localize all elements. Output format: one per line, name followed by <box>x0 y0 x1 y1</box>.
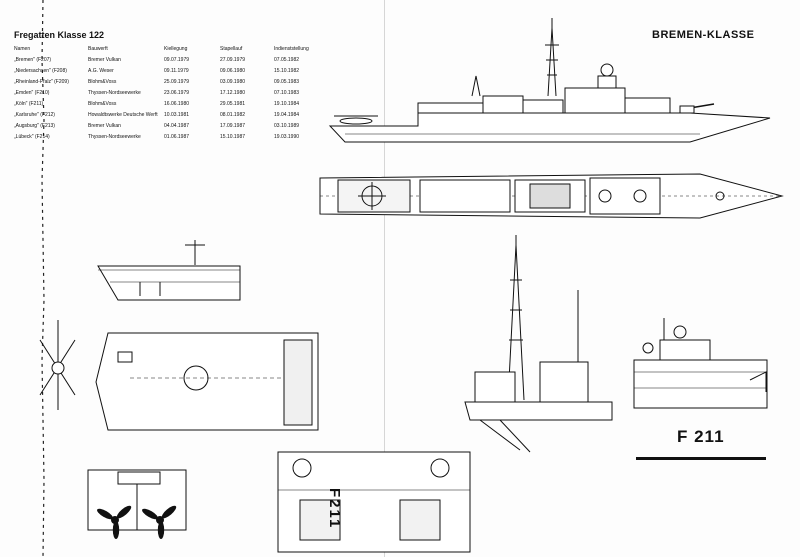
table-row: „Augsburg" (F213) Bremer Vulkan 04.04.19… <box>14 123 328 134</box>
cell-keel: 16.06.1980 <box>164 101 190 107</box>
cell-shipyard: A.G. Weser <box>88 68 114 74</box>
cell-commission: 07.05.1982 <box>274 57 300 63</box>
header-name: Namen <box>14 45 31 52</box>
cell-name: „Lübeck" (F214) <box>14 134 50 140</box>
cell-keel: 25.09.1979 <box>164 79 190 85</box>
bow-detail-drawing <box>633 318 768 409</box>
table-row: „Rheinland-Pfalz" (F209) Blohm&Voss 25.0… <box>14 79 328 90</box>
scan-edge <box>41 0 45 557</box>
deck-marking-detail-drawing <box>277 451 471 553</box>
cell-keel: 09.07.1979 <box>164 57 190 63</box>
table-row: „Emden" (F210) Thyssen-Nordseewerke 23.0… <box>14 90 328 101</box>
propellers-detail-drawing <box>87 469 187 539</box>
cell-name: „Bremen" (F207) <box>14 57 52 63</box>
page-fold <box>384 0 385 557</box>
cell-keel: 09.11.1979 <box>164 68 189 74</box>
cell-shipyard: Blohm&Voss <box>88 79 117 85</box>
header-shipyard: Bauwerft <box>88 45 108 52</box>
cell-launch: 09.06.1980 <box>220 68 246 74</box>
cell-commission: 19.03.1990 <box>274 134 300 140</box>
sheet-title: Fregatten Klasse 122 <box>14 30 105 40</box>
table-row: „Köln" (F211) Blohm&Voss 16.06.1980 29.0… <box>14 101 328 112</box>
cell-commission: 19.10.1984 <box>274 101 300 107</box>
cell-shipyard: Bremer Vulkan <box>88 57 121 63</box>
table-row: „Lübeck" (F214) Thyssen-Nordseewerke 01.… <box>14 134 328 145</box>
stern-detail-drawing <box>97 240 241 301</box>
cell-commission: 09.05.1983 <box>274 79 300 85</box>
class-title: BREMEN-KLASSE <box>652 29 755 41</box>
cell-shipyard: Bremer Vulkan <box>88 123 121 129</box>
cell-name: „Augsburg" (F213) <box>14 123 55 129</box>
table-row: „Niedersachsen" (F208) A.G. Weser 09.11.… <box>14 68 328 79</box>
cell-launch: 03.09.1980 <box>220 79 246 85</box>
cell-launch: 27.09.1979 <box>220 57 246 63</box>
cell-keel: 04.04.1987 <box>164 123 190 129</box>
header-launch: Stapellauf <box>220 45 243 52</box>
hull-number-label: F 211 <box>677 427 725 446</box>
cell-launch: 17.09.1987 <box>220 123 246 129</box>
ships-table: Namen Bauwerft Kiellegung Stapellauf Ind… <box>14 44 328 145</box>
cell-launch: 17.12.1980 <box>220 90 246 96</box>
cell-keel: 01.06.1987 <box>164 134 190 140</box>
hull-number-underline <box>636 457 766 460</box>
cell-name: „Rheinland-Pfalz" (F209) <box>14 79 69 85</box>
cell-commission: 03.10.1989 <box>274 123 300 129</box>
cell-name: „Niedersachsen" (F208) <box>14 68 67 74</box>
cell-launch: 08.01.1982 <box>220 112 246 118</box>
cell-keel: 10.03.1981 <box>164 112 190 118</box>
cell-shipyard: Thyssen-Nordseewerke <box>88 134 141 140</box>
cell-shipyard: Blohm&Voss <box>88 101 117 107</box>
header-keel: Kiellegung <box>164 45 188 52</box>
cell-commission: 19.04.1984 <box>274 112 300 118</box>
deck-hull-marking: F211 <box>326 488 343 530</box>
header-commission: Indienststellung <box>274 45 309 52</box>
table-row: „Karlsruhe" (F212) Howaldtswerke Deutsch… <box>14 112 328 123</box>
cell-commission: 07.10.1983 <box>274 90 300 96</box>
cell-name: „Karlsruhe" (F212) <box>14 112 55 118</box>
cell-commission: 15.10.1982 <box>274 68 300 74</box>
cell-launch: 15.10.1987 <box>220 134 246 140</box>
cell-keel: 23.06.1979 <box>164 90 190 96</box>
helideck-plan-drawing <box>39 320 319 431</box>
cell-shipyard: Howaldtswerke Deutsche Werft <box>88 112 158 118</box>
cell-launch: 29.05.1981 <box>220 101 246 107</box>
table-header-row: Namen Bauwerft Kiellegung Stapellauf Ind… <box>14 44 328 57</box>
ship-plan-drawing <box>319 173 784 219</box>
cell-name: „Emden" (F210) <box>14 90 50 96</box>
table-row: „Bremen" (F207) Bremer Vulkan 09.07.1979… <box>14 57 328 68</box>
mast-detail-drawing <box>464 235 613 453</box>
cell-name: „Köln" (F211) <box>14 101 44 107</box>
cell-shipyard: Thyssen-Nordseewerke <box>88 90 141 96</box>
